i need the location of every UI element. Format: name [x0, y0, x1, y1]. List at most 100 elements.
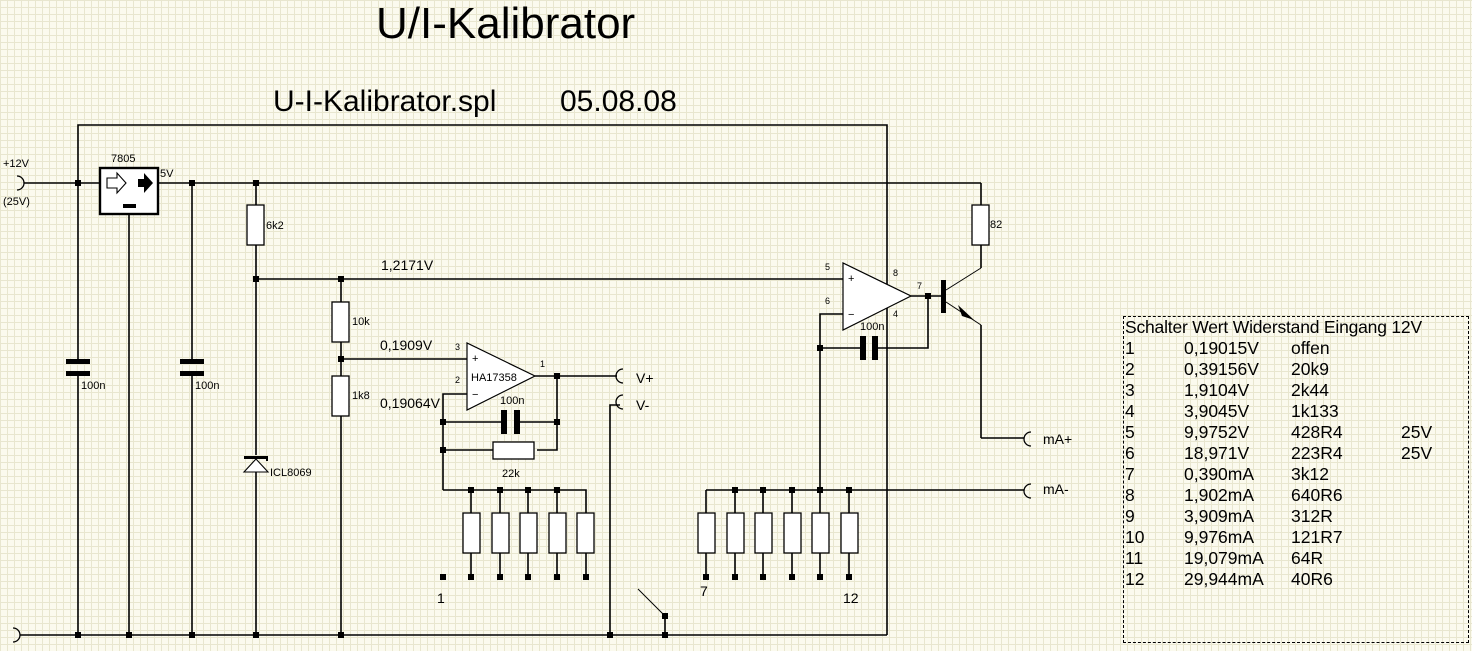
terminal-v-plus[interactable]: V+	[615, 368, 654, 386]
v-plus-label: V+	[636, 370, 654, 386]
op2-pin-4: 4	[893, 309, 898, 319]
terminal-ma-plus[interactable]: mA+	[1023, 431, 1072, 447]
wert-cell: 0,19015V	[1184, 338, 1259, 358]
input-voltage-alt-label: (25V)	[3, 196, 30, 208]
r-1k8-value: 1k8	[352, 390, 370, 402]
widerstand-cell: 640R6	[1291, 485, 1343, 505]
schalter-cell: 8	[1125, 485, 1135, 505]
top-supply-loop	[77, 124, 888, 635]
op1-pin-2: 2	[455, 375, 460, 385]
opamp-2: + − 5 6 7 8 4	[825, 262, 922, 331]
widerstand-cell: 121R7	[1291, 527, 1343, 547]
input-voltage-label: +12V	[3, 158, 30, 170]
wert-cell: 0,39156V	[1184, 359, 1259, 379]
wert-cell: 3,909mA	[1184, 506, 1255, 526]
switch-pos-7-label: 7	[700, 583, 708, 599]
inv-voltage-label: 0,19064V	[380, 395, 441, 411]
eingang-cell: 25V	[1401, 422, 1433, 442]
op2-pin-8: 8	[893, 268, 898, 278]
schalter-cell: 7	[1125, 464, 1135, 484]
schalter-cell: 6	[1125, 443, 1135, 463]
wert-cell: 19,079mA	[1184, 548, 1264, 568]
ma-minus-label: mA-	[1043, 481, 1069, 497]
schalter-cell: 9	[1125, 506, 1135, 526]
terminal-v-minus[interactable]: V-	[609, 394, 650, 635]
op1-pin-3: 3	[455, 342, 460, 352]
r-fb1-value: 22k	[502, 468, 520, 480]
resistor-bank-current: 7 12	[697, 490, 859, 606]
switch-pos-12-label: 12	[843, 590, 859, 606]
table-row: 12 29,944mA 40R6	[1124, 569, 1468, 590]
r-6k2-value: 6k2	[266, 220, 284, 232]
svg-text:−: −	[848, 309, 854, 321]
eingang-cell: 25V	[1401, 443, 1433, 463]
regulator-7805: 7805 5V	[98, 153, 174, 216]
schalter-cell: 1	[1125, 338, 1135, 358]
schematic-title: U/I-Kalibrator	[376, 0, 635, 48]
wert-cell: 9,9752V	[1184, 422, 1250, 442]
regulator-label: 7805	[111, 153, 135, 165]
junction-dots	[75, 180, 931, 638]
c-fb2-value: 100n	[860, 321, 884, 333]
op2-pin-5: 5	[825, 262, 830, 272]
c2-value: 100n	[195, 380, 219, 392]
wert-cell: 3,9045V	[1184, 401, 1250, 421]
resistor-82: 82	[971, 183, 1002, 252]
svg-text:+: +	[472, 353, 478, 365]
regulator-output-label: 5V	[160, 168, 174, 180]
schalter-cell: 12	[1125, 569, 1145, 589]
wert-cell: 0,390mA	[1184, 464, 1255, 484]
op2-pin-7: 7	[917, 281, 922, 291]
voltage-divider: 10k 1k8	[331, 279, 370, 635]
wert-cell: 18,971V	[1184, 443, 1250, 463]
resistor-6k2: 6k2	[246, 183, 284, 455]
widerstand-cell: offen	[1291, 338, 1330, 358]
resistor-22k	[492, 441, 535, 460]
schalter-cell: 10	[1125, 527, 1145, 547]
terminal-ma-minus[interactable]: mA-	[1023, 481, 1069, 499]
svg-text:+: +	[848, 273, 854, 285]
v-minus-label: V-	[636, 397, 650, 413]
wert-cell: 9,976mA	[1184, 527, 1255, 547]
capacitor-c2: 100n	[180, 183, 219, 635]
zener-icl8069: ICL8069	[242, 456, 312, 635]
widerstand-cell: 20k9	[1291, 359, 1329, 379]
ground-terminal	[12, 627, 887, 643]
widerstand-cell: 223R4	[1291, 443, 1343, 463]
table-row: 6 18,971V 223R4 25V	[1124, 443, 1468, 464]
opamp1-label: HA17358	[471, 372, 517, 384]
transistor	[941, 252, 982, 438]
r-10k-value: 10k	[352, 316, 370, 328]
table-header: Schalter Wert Widerstand Eingang 12V	[1125, 317, 1422, 337]
r-82-value: 82	[990, 219, 1002, 231]
schalter-cell: 4	[1125, 401, 1135, 421]
widerstand-cell: 428R4	[1291, 422, 1343, 442]
table-row: 10 9,976mA 121R7	[1124, 527, 1468, 548]
widerstand-cell: 40R6	[1291, 569, 1333, 589]
ma-plus-label: mA+	[1043, 431, 1072, 447]
widerstand-cell: 2k44	[1291, 380, 1329, 400]
zener-label: ICL8069	[270, 467, 312, 479]
input-terminal: +12V (25V)	[3, 158, 100, 208]
file-date: 05.08.08	[560, 85, 677, 118]
schalter-cell: 3	[1125, 380, 1135, 400]
div-voltage-label: 0,1909V	[380, 337, 433, 353]
schalter-cell: 11	[1125, 548, 1144, 568]
wert-cell: 1,902mA	[1184, 485, 1255, 505]
resistor-bank-voltage: 1	[437, 489, 595, 606]
opamp-ha17358: + − HA17358 3 2 1	[455, 342, 545, 411]
switch-pos-1-label: 1	[437, 590, 445, 606]
range-switch[interactable]	[637, 588, 666, 635]
calibration-table: Schalter Wert Widerstand Eingang 12V 1 0,…	[1123, 316, 1469, 643]
capacitor-c1: 100n	[66, 183, 105, 635]
widerstand-cell: 312R	[1291, 506, 1333, 526]
ref-voltage-label: 1,2171V	[381, 257, 434, 273]
op2-pin-6: 6	[825, 296, 830, 306]
wert-cell: 29,944mA	[1184, 569, 1264, 589]
c1-value: 100n	[81, 380, 105, 392]
